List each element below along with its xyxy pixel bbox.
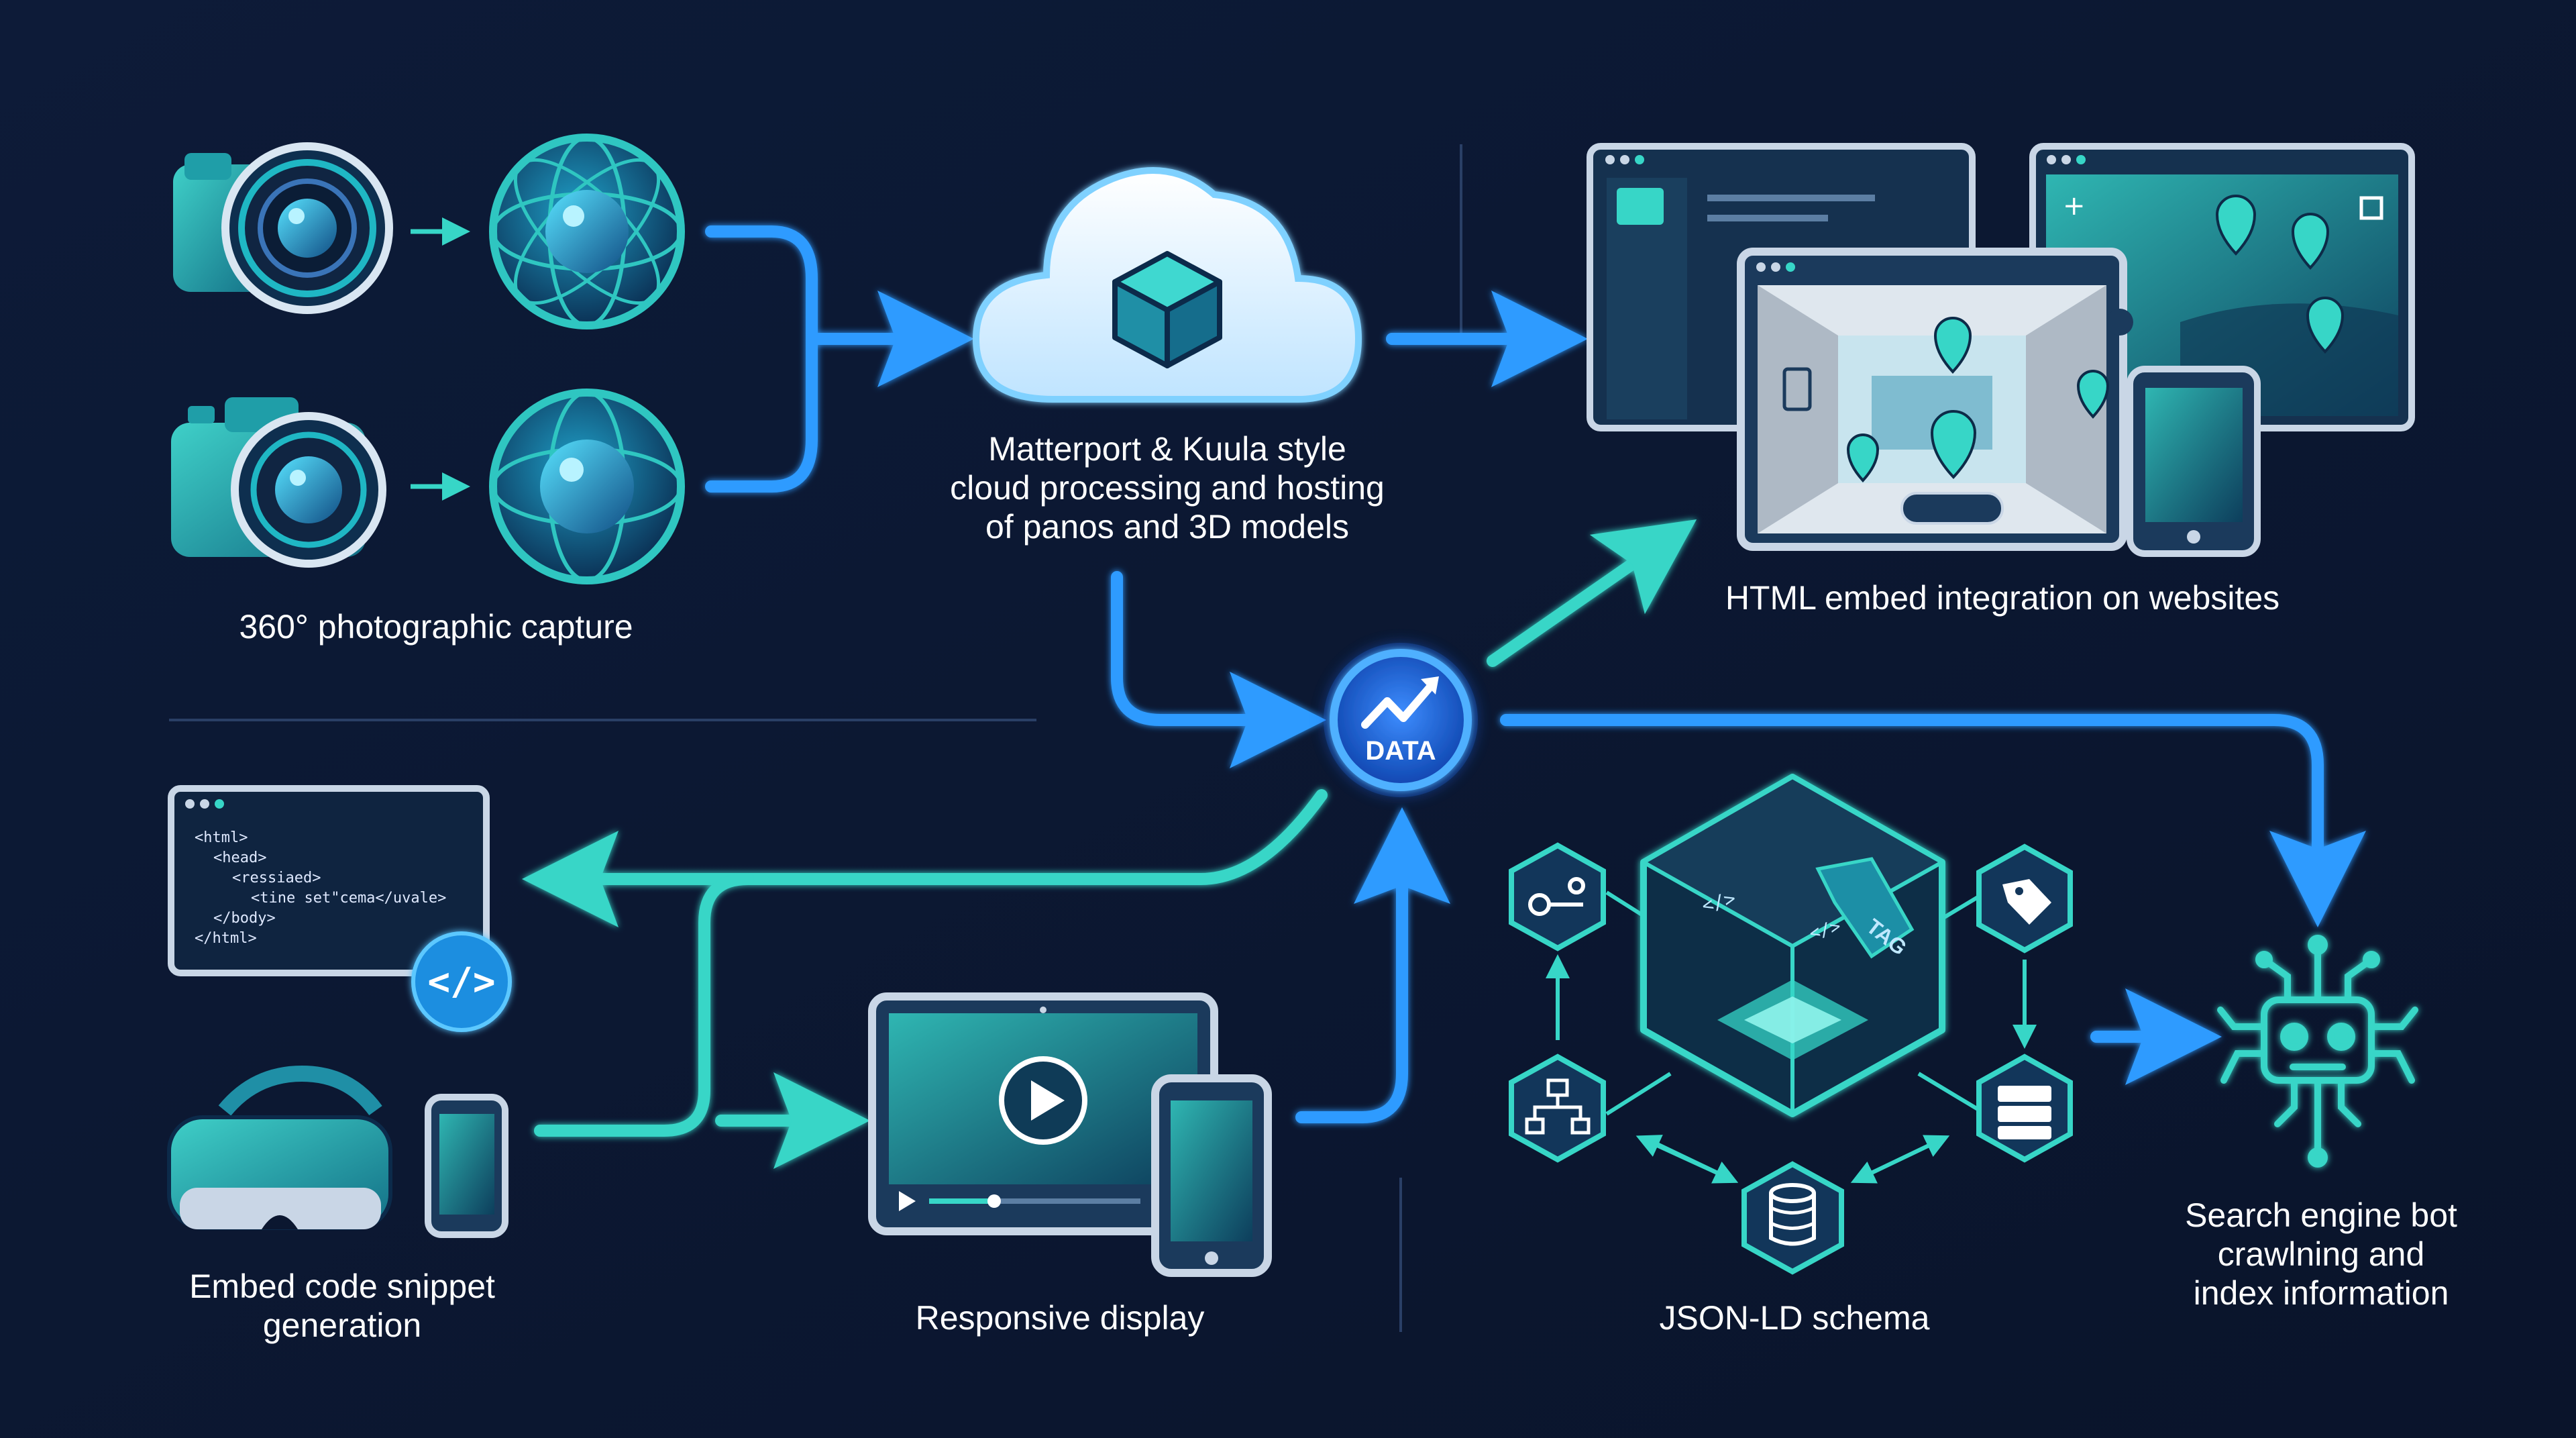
label-search: Search engine bot crawlning and index in…	[2100, 1196, 2542, 1313]
key-icon	[1509, 842, 1606, 952]
smartphone-icon	[425, 1094, 508, 1238]
label-responsive: Responsive display	[845, 1298, 1275, 1337]
label-snippet: Embed code snippet generation	[121, 1267, 564, 1345]
responsive-section	[868, 992, 1272, 1277]
label-embed-text: HTML embed integration on websites	[1725, 579, 2280, 617]
database-icon	[1741, 1161, 1844, 1275]
panorama-sphere-icon	[489, 389, 685, 584]
map-pin-icon	[2215, 195, 2345, 354]
browser-window-icon	[1737, 248, 2133, 551]
tag-icon	[1976, 843, 2073, 954]
connector-data-to-embed	[1487, 519, 1697, 667]
devices-section	[167, 1065, 508, 1238]
label-search-line-1: Search engine bot	[2185, 1196, 2457, 1234]
label-responsive-text: Responsive display	[915, 1299, 1205, 1337]
snippet-section: <html> <head> <ressiaed> <tine set"cema</uv…	[168, 785, 512, 1032]
code-line: </body>	[213, 910, 276, 927]
label-search-line-2: crawlning and	[2217, 1235, 2425, 1273]
robot-icon	[2217, 935, 2418, 1168]
play-icon[interactable]	[999, 1056, 1087, 1145]
capture-section	[171, 134, 685, 584]
camera-icon	[173, 142, 393, 314]
map-pin-icon	[1846, 317, 2110, 482]
label-embed: HTML embed integration on websites	[1637, 578, 2368, 617]
schema-cube-icon: </> </> TAG	[1640, 774, 1945, 1117]
data-hub: DATA	[1324, 643, 1478, 797]
label-schema-text: JSON-LD schema	[1659, 1299, 1930, 1337]
code-snippet-text: <html> <head> <ressiaed> <tine set"cema</uv…	[195, 829, 446, 947]
sitemap-icon	[1509, 1054, 1606, 1163]
embed-section: +	[1587, 143, 2415, 557]
smartphone-icon	[1151, 1074, 1272, 1277]
code-line: </html>	[195, 930, 257, 947]
server-icon	[1976, 1054, 2073, 1163]
cloud-section	[972, 167, 1362, 403]
connector-devices-to-snippet	[534, 873, 754, 1137]
vr-headset-icon	[167, 1065, 392, 1230]
label-snippet-line-1: Embed code snippet	[189, 1268, 495, 1305]
label-cloud-line-2: cloud processing and hosting	[950, 469, 1385, 507]
code-line: <head>	[213, 850, 266, 866]
svg-text:</>: </>	[427, 960, 495, 1004]
label-cloud: Matterport & Kuula style cloud processin…	[885, 429, 1449, 546]
connector-data-to-search	[1500, 714, 2366, 927]
dslr-camera-icon	[171, 397, 386, 568]
label-capture-text: 360° photographic capture	[239, 608, 633, 646]
svg-text:+: +	[2063, 191, 2086, 221]
code-brackets-icon[interactable]: </>	[411, 931, 512, 1032]
label-schema: JSON-LD schema	[1583, 1298, 2006, 1337]
data-hub-label: DATA	[1365, 736, 1436, 766]
chart-trend-icon	[1361, 676, 1439, 729]
3d-cube-icon	[1112, 251, 1222, 368]
label-cloud-line-3: of panos and 3D models	[985, 508, 1350, 546]
connector-responsive-to-data	[1295, 807, 1450, 1123]
label-search-line-3: index information	[2193, 1274, 2449, 1312]
flow-connectors	[522, 225, 2366, 1169]
section-dividers	[169, 144, 1462, 1332]
connector-cloud-to-data	[1111, 571, 1326, 768]
schema-section: </> </> TAG	[1509, 774, 2073, 1275]
code-line: <ressiaed>	[232, 870, 321, 886]
connector-capture-to-cloud	[705, 225, 818, 493]
code-window-icon: <html> <head> <ressiaed> <tine set"cema</uv…	[168, 785, 490, 976]
label-cloud-line-1: Matterport & Kuula style	[988, 430, 1346, 468]
code-line: <tine set"cema</uvale>	[251, 890, 446, 907]
code-line: <html>	[195, 829, 248, 846]
connector-data-to-snippet	[522, 789, 1328, 927]
label-snippet-line-2: generation	[262, 1306, 422, 1344]
panorama-sphere-icon	[489, 134, 685, 329]
tablet-icon	[2127, 366, 2261, 557]
label-capture: 360° photographic capture	[154, 607, 718, 646]
